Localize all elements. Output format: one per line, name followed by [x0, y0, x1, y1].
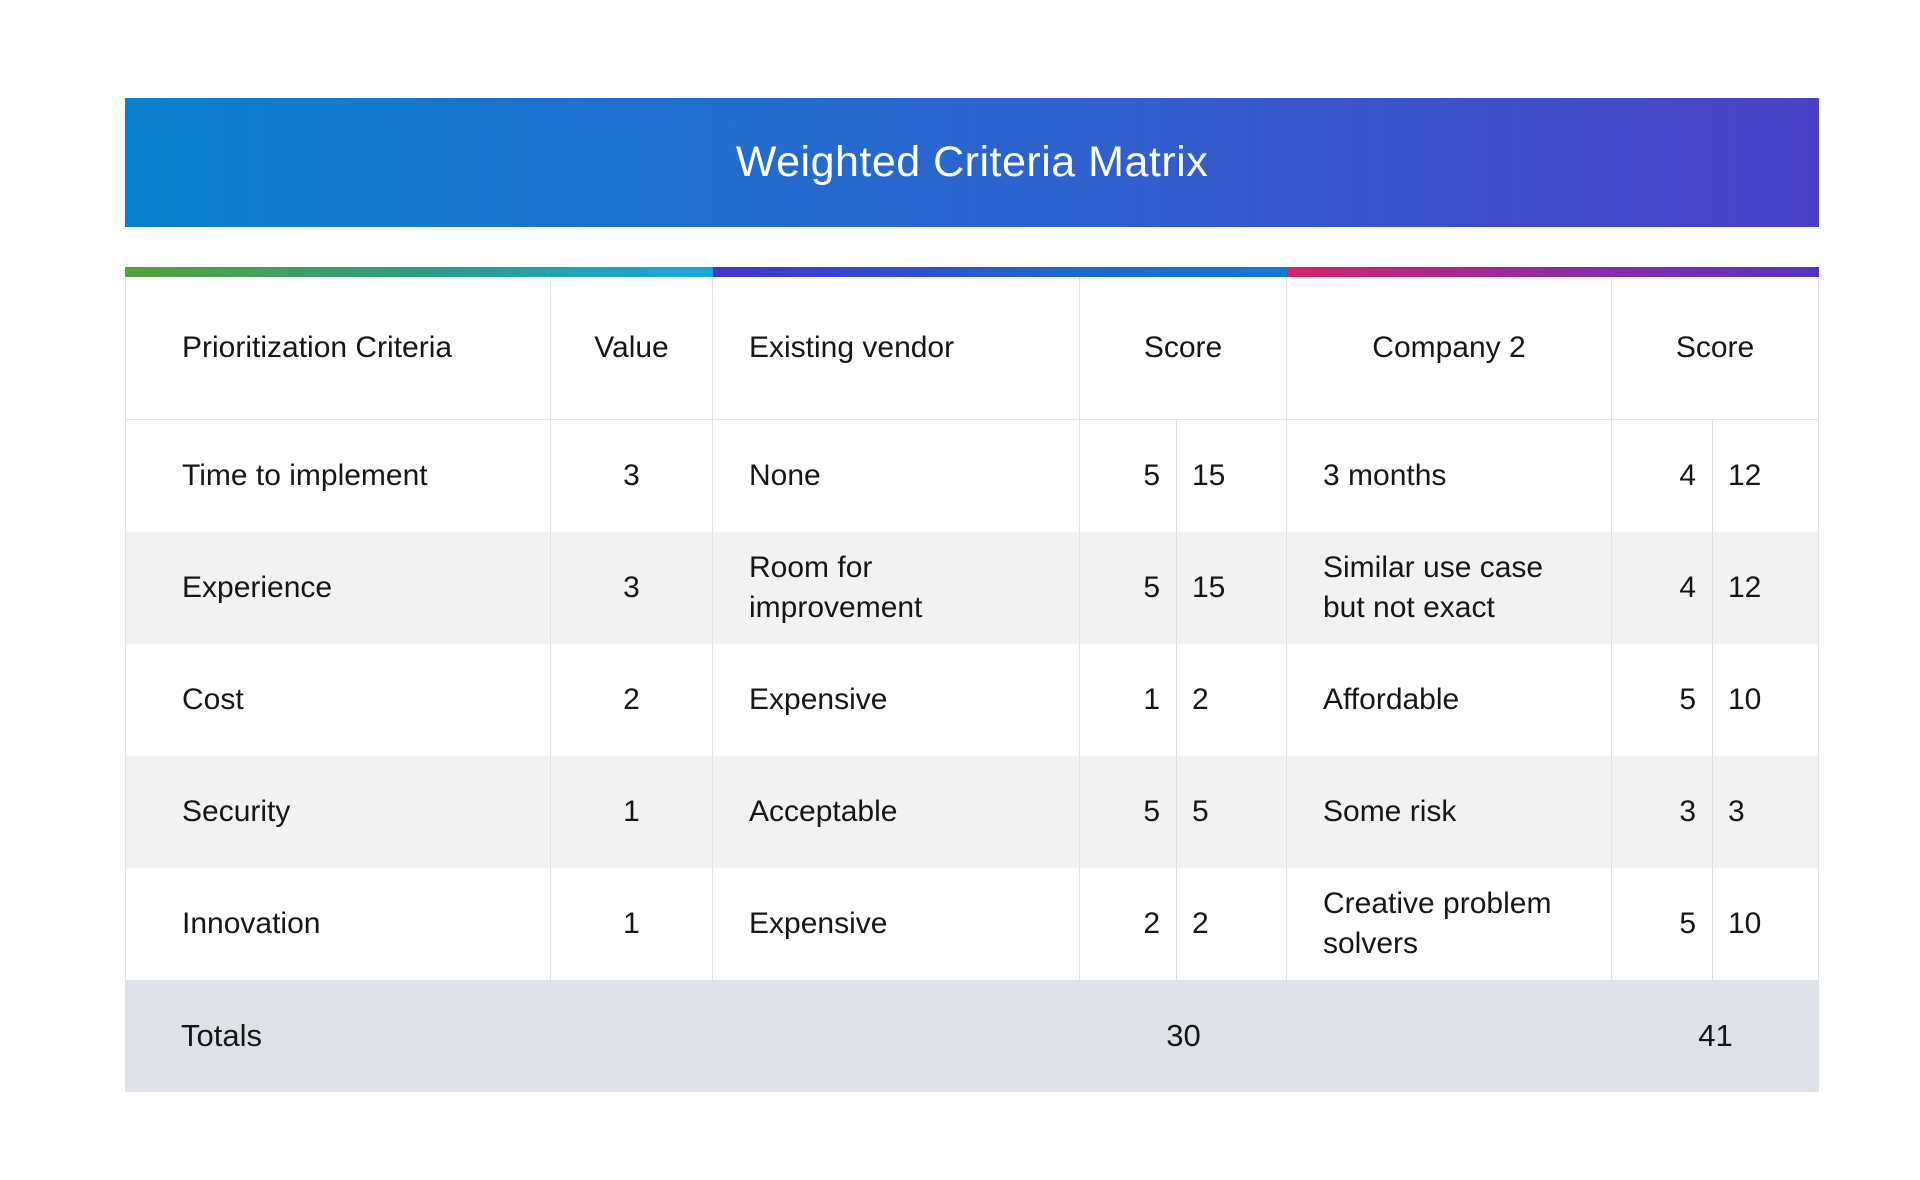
- weighted-criteria-slide: Weighted Criteria Matrix Prioritization …: [125, 98, 1819, 1092]
- vendor1-cell: None: [713, 420, 1080, 532]
- weighted2-cell: 10: [1712, 868, 1819, 980]
- weighted2-cell: 12: [1712, 532, 1819, 644]
- criteria-cell: Security: [125, 756, 551, 868]
- score2-cell: 4: [1612, 532, 1712, 644]
- existing-vendor-total: 30: [1080, 980, 1287, 1092]
- weighted1-cell: 5: [1176, 756, 1287, 868]
- criteria-cell: Experience: [125, 532, 551, 644]
- value-cell: 2: [551, 644, 713, 756]
- value-cell: 1: [551, 868, 713, 980]
- header-score-2: Score: [1612, 277, 1819, 420]
- score1-cell: 5: [1080, 420, 1176, 532]
- criteria-cell: Cost: [125, 644, 551, 756]
- criteria-cell: Innovation: [125, 868, 551, 980]
- criteria-matrix-table: Prioritization Criteria Value Existing v…: [125, 277, 1819, 1092]
- totals-spacer: [1287, 980, 1612, 1092]
- vendor1-cell: Acceptable: [713, 756, 1080, 868]
- score1-cell: 5: [1080, 532, 1176, 644]
- weighted1-cell: 2: [1176, 644, 1287, 756]
- accent-stripe: [125, 267, 1819, 277]
- score2-cell: 3: [1612, 756, 1712, 868]
- score2-cell: 5: [1612, 644, 1712, 756]
- weighted2-cell: 3: [1712, 756, 1819, 868]
- vendor2-cell: Creative problem solvers: [1287, 868, 1612, 980]
- weighted1-cell: 15: [1176, 532, 1287, 644]
- value-cell: 3: [551, 532, 713, 644]
- score2-cell: 5: [1612, 868, 1712, 980]
- stripe-segment-criteria: [125, 267, 713, 277]
- score1-cell: 5: [1080, 756, 1176, 868]
- value-cell: 3: [551, 420, 713, 532]
- totals-spacer: [551, 980, 1080, 1092]
- header-company-2: Company 2: [1287, 277, 1612, 420]
- weighted2-cell: 10: [1712, 644, 1819, 756]
- vendor2-cell: Similar use case but not exact: [1287, 532, 1612, 644]
- vendor1-cell: Room for improvement: [713, 532, 1080, 644]
- stripe-segment-company-2: [1287, 267, 1819, 277]
- vendor1-cell: Expensive: [713, 644, 1080, 756]
- header-score-1: Score: [1080, 277, 1287, 420]
- score1-cell: 1: [1080, 644, 1176, 756]
- header-existing-vendor: Existing vendor: [713, 277, 1080, 420]
- weighted1-cell: 2: [1176, 868, 1287, 980]
- weighted1-cell: 15: [1176, 420, 1287, 532]
- weighted2-cell: 12: [1712, 420, 1819, 532]
- vendor1-cell: Expensive: [713, 868, 1080, 980]
- page-title: Weighted Criteria Matrix: [735, 138, 1209, 186]
- criteria-cell: Time to implement: [125, 420, 551, 532]
- title-banner: Weighted Criteria Matrix: [125, 98, 1819, 227]
- vendor2-cell: Some risk: [1287, 756, 1612, 868]
- score2-cell: 4: [1612, 420, 1712, 532]
- company-2-total: 41: [1612, 980, 1819, 1092]
- header-prioritization-criteria: Prioritization Criteria: [125, 277, 551, 420]
- header-value: Value: [551, 277, 713, 420]
- value-cell: 1: [551, 756, 713, 868]
- score1-cell: 2: [1080, 868, 1176, 980]
- vendor2-cell: 3 months: [1287, 420, 1612, 532]
- stripe-segment-existing-vendor: [713, 267, 1287, 277]
- totals-label: Totals: [125, 980, 551, 1092]
- vendor2-cell: Affordable: [1287, 644, 1612, 756]
